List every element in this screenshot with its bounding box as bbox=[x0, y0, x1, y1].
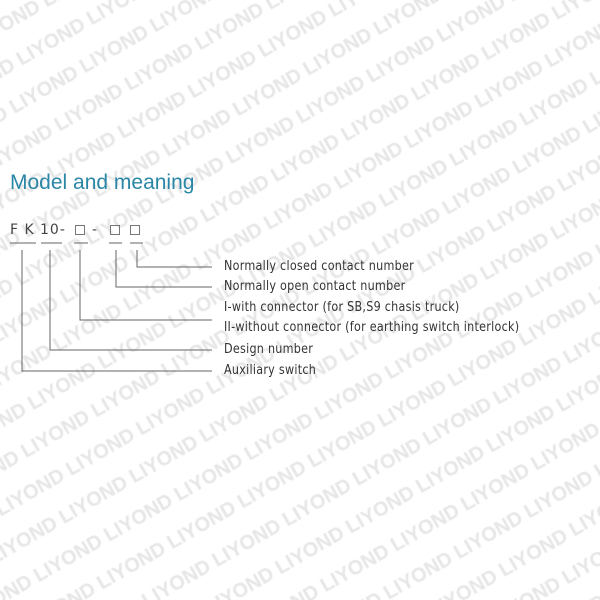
meaning-without-connector: II-without connector (for earthing switc… bbox=[224, 320, 520, 335]
placeholder-box-closed bbox=[130, 225, 140, 235]
leader-auxiliary bbox=[21, 250, 212, 372]
section-title: Model and meaning bbox=[10, 171, 195, 194]
model-prefix: F K bbox=[10, 222, 35, 238]
meaning-with-connector: I-with connector (for SB,S9 chasis truck… bbox=[224, 300, 460, 315]
meaning-design-number: Design number bbox=[224, 342, 314, 357]
model-dash: - bbox=[92, 222, 99, 238]
model-series: 10- bbox=[40, 222, 66, 238]
placeholder-box-open bbox=[110, 225, 120, 235]
leader-open bbox=[115, 250, 212, 288]
meaning-closed-contact: Normally closed contact number bbox=[224, 259, 414, 274]
meaning-auxiliary-switch: Auxiliary switch bbox=[224, 363, 317, 378]
leader-design bbox=[49, 250, 212, 351]
leader-closed bbox=[136, 250, 212, 268]
meaning-open-contact: Normally open contact number bbox=[224, 279, 406, 294]
leader-connector bbox=[79, 250, 212, 321]
placeholder-box-design bbox=[75, 225, 85, 235]
